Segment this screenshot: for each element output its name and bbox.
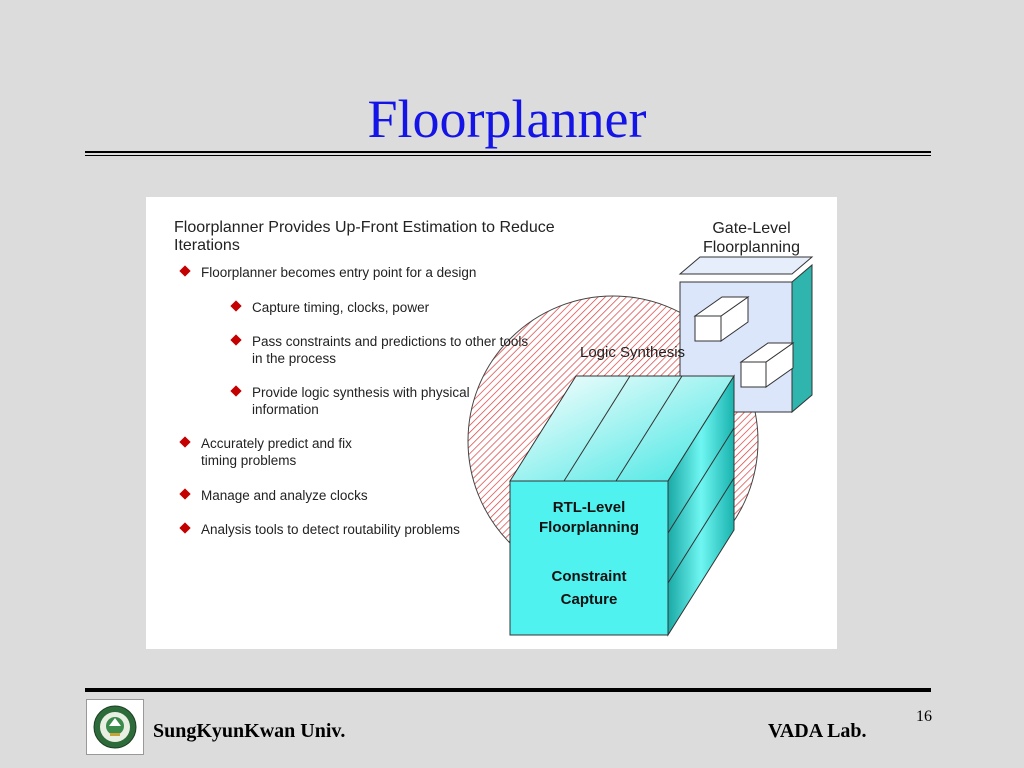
floorplanner-figure: Floorplanner Provides Up-Front Estimatio… (146, 197, 837, 649)
bullet-text: Analysis tools to detect routability pro… (201, 522, 460, 537)
bullet-text-continued: timing problems (201, 453, 297, 468)
figure-heading-line1: Floorplanner Provides Up-Front Estimatio… (174, 219, 555, 236)
sub-bullet-item: Provide logic synthesis with physical in… (230, 384, 470, 418)
bullet-text: Manage and analyze clocks (201, 488, 368, 503)
page-number: 16 (916, 708, 932, 725)
bullet-item: Accurately predict and fix timing proble… (179, 435, 352, 469)
constraint-capture-label: Constraint Capture (510, 565, 668, 611)
bullet-text: Capture timing, clocks, power (252, 300, 430, 315)
slide-title: Floorplanner (367, 89, 647, 149)
rtl-level-label: RTL-Level Floorplanning (510, 498, 668, 538)
bullet-item: Analysis tools to detect routability pro… (179, 521, 460, 538)
constraint-capture-label-line1: Constraint (551, 568, 627, 585)
constraint-capture-label-line2: Capture (560, 591, 618, 608)
bullet-item: Floorplanner becomes entry point for a d… (179, 264, 477, 281)
logic-synthesis-label: Logic Synthesis (580, 344, 686, 361)
bullet-item: Manage and analyze clocks (179, 487, 368, 504)
rtl-level-label-line1: RTL-Level (552, 499, 626, 516)
title-divider-thin (85, 155, 931, 156)
sub-bullet-item: Capture timing, clocks, power (230, 299, 430, 316)
title-divider (85, 151, 931, 153)
figure-heading-line2: Iterations (174, 237, 240, 254)
figure-heading: Floorplanner Provides Up-Front Estimatio… (174, 219, 654, 255)
bullet-text-continued: information (252, 402, 319, 417)
rtl-level-block (509, 374, 735, 637)
sub-bullet-item: Pass constraints and predictions to othe… (230, 333, 529, 367)
gate-level-label-line2: Floorplanning (703, 239, 800, 256)
footer-lab: VADA Lab. (768, 720, 867, 742)
gate-level-label-line1: Gate-Level (712, 220, 791, 237)
bullet-text-continued: in the process (252, 351, 337, 366)
gate-level-label: Gate-Level Floorplanning (674, 219, 829, 257)
bullet-text: Provide logic synthesis with physical (252, 385, 470, 400)
rtl-level-label-line2: Floorplanning (539, 519, 639, 536)
university-seal-icon (93, 705, 137, 749)
footer-divider (85, 688, 931, 692)
bullet-text: Floorplanner becomes entry point for a d… (201, 265, 477, 280)
footer-university: SungKyunKwan Univ. (153, 720, 346, 742)
bullet-text: Pass constraints and predictions to othe… (252, 334, 529, 349)
floorplanning-diagram (467, 256, 814, 637)
university-logo (86, 699, 144, 755)
connector-bars (693, 296, 795, 388)
bullet-text: Accurately predict and fix (201, 436, 352, 451)
